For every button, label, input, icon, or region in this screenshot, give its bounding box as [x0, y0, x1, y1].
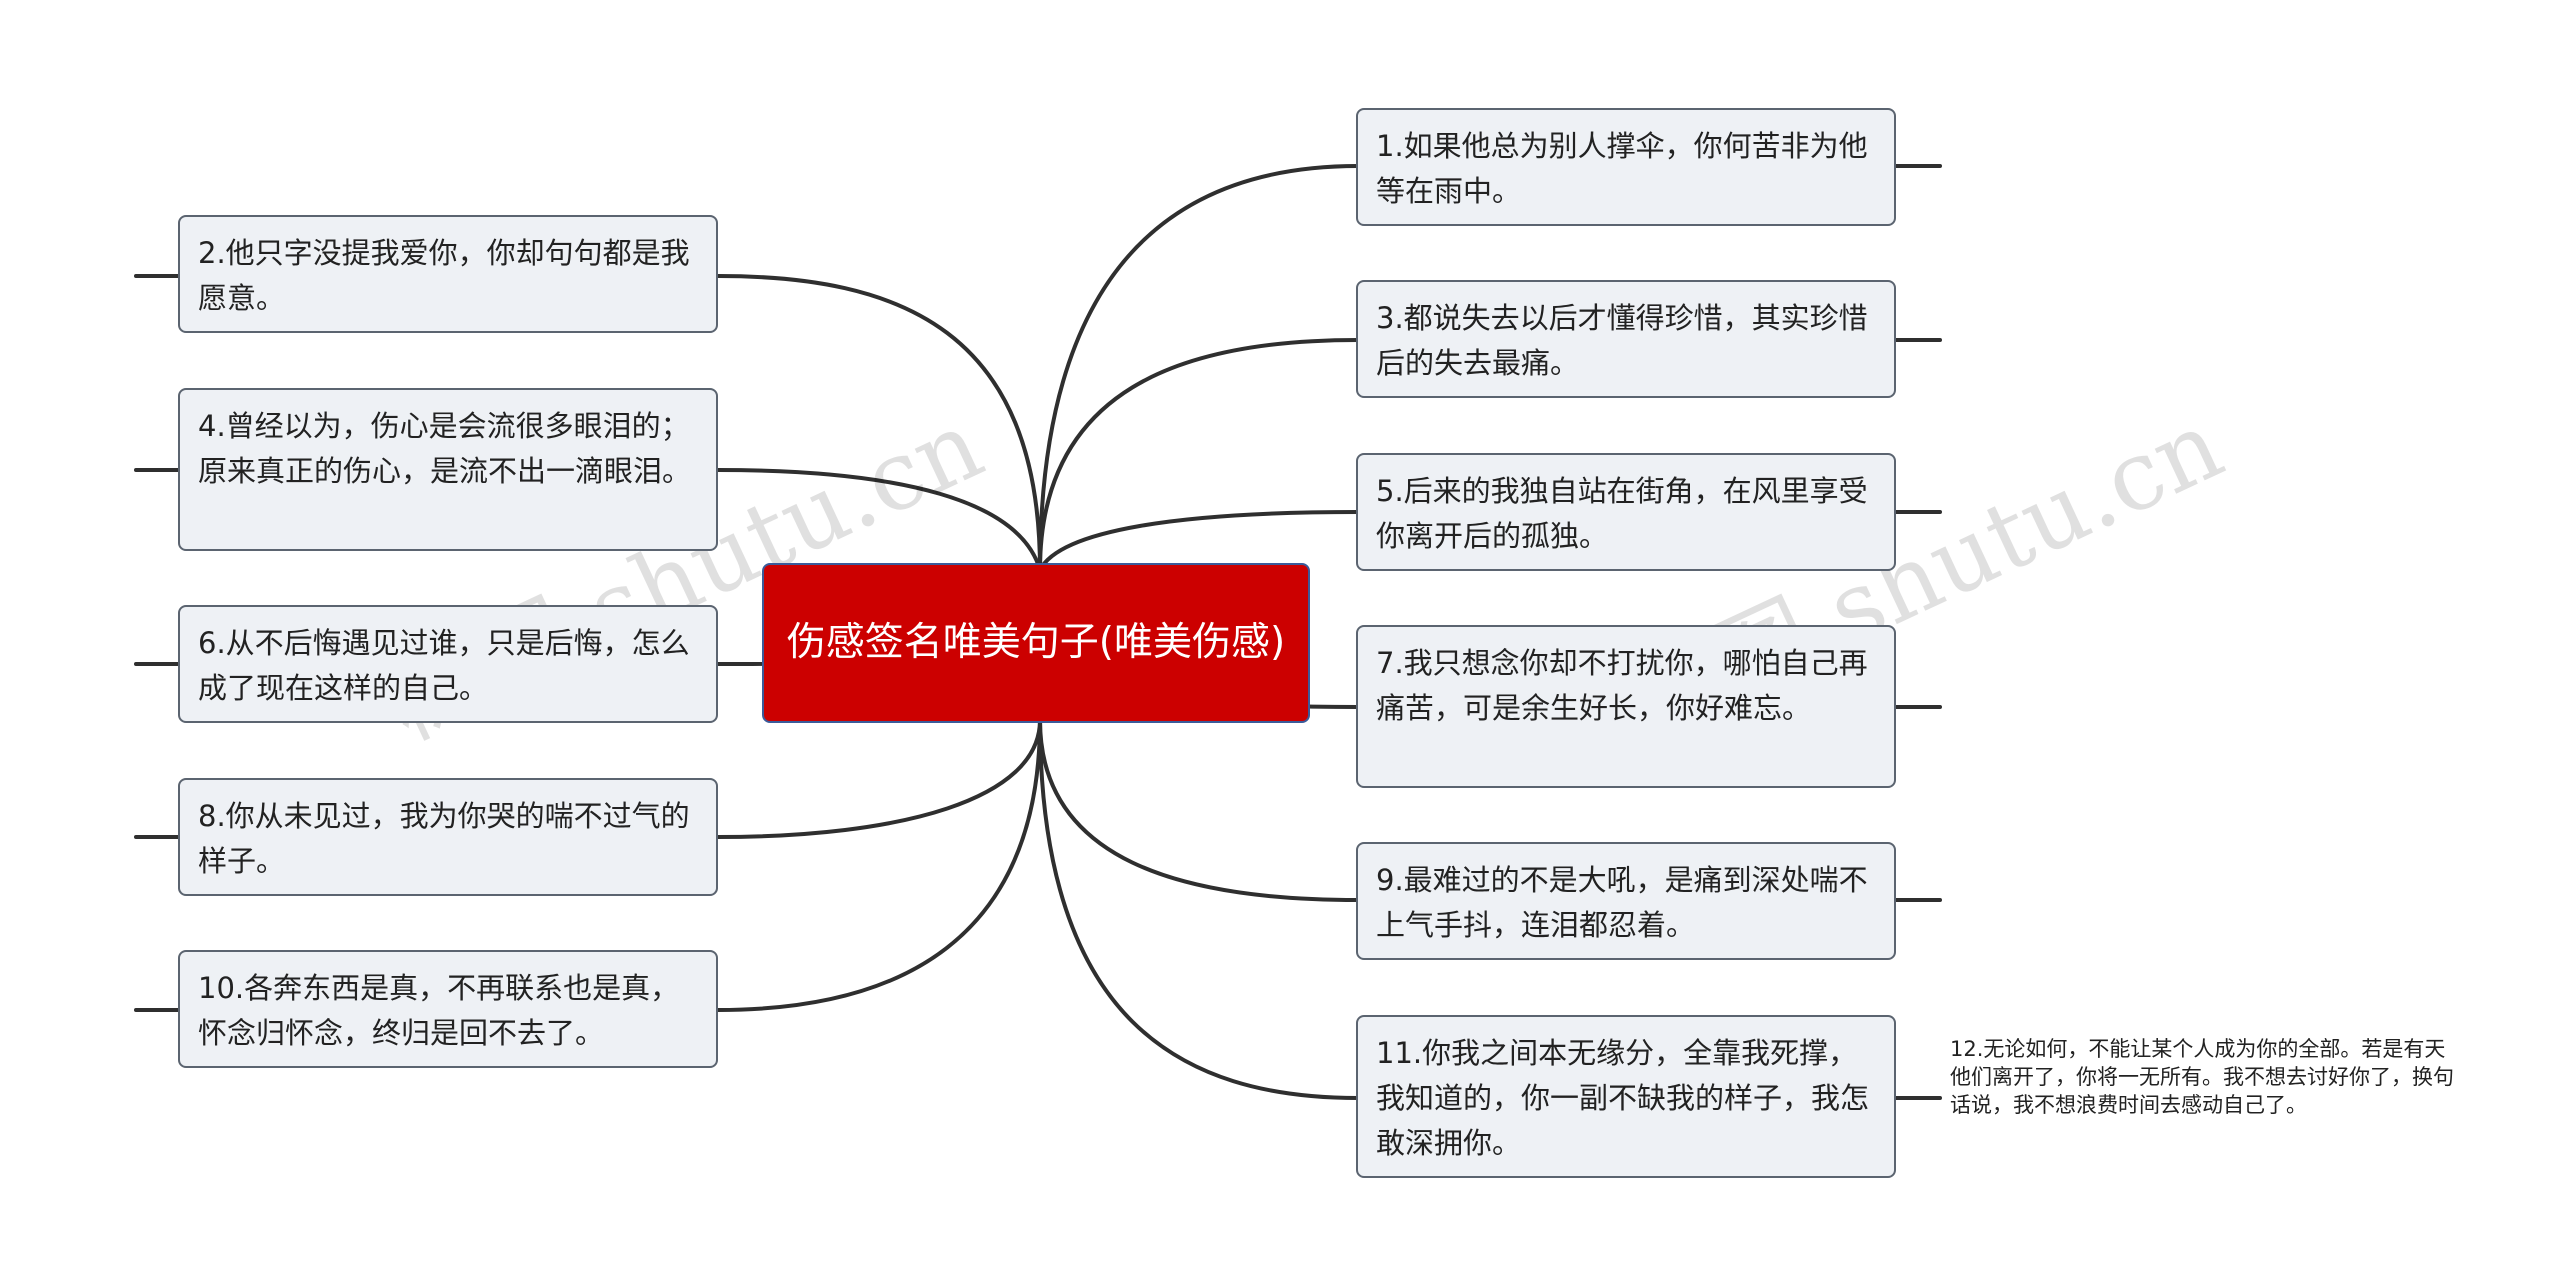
topic-node-text: 2.他只字没提我爱你，你却句句都是我愿意。 [198, 236, 690, 315]
topic-note-text: 12.无论如何，不能让某个人成为你的全部。若是有天他们离开了，你将一无所有。我不… [1950, 1037, 2454, 1117]
topic-node-7[interactable]: 7.我只想念你却不打扰你，哪怕自己再痛苦，可是余生好长，你好难忘。 [1356, 625, 1896, 788]
topic-node-8[interactable]: 8.你从未见过，我为你哭的喘不过气的样子。 [178, 778, 718, 896]
edge-root-n5 [1038, 510, 1360, 572]
topic-node-text: 3.都说失去以后才懂得珍惜，其实珍惜后的失去最痛。 [1376, 301, 1868, 380]
topic-node-text: 9.最难过的不是大吼，是痛到深处喘不上气手抖，连泪都忍着。 [1376, 863, 1868, 942]
topic-node-text: 4.曾经以为，伤心是会流很多眼泪的；原来真正的伤心，是流不出一滴眼泪。 [198, 409, 692, 488]
topic-node-text: 1.如果他总为别人撑伞，你何苦非为他等在雨中。 [1376, 129, 1868, 208]
edge-root-n3 [1038, 338, 1360, 572]
root-topic-label: 伤感签名唯美句子(唯美伤感) [786, 620, 1286, 665]
topic-node-11[interactable]: 11.你我之间本无缘分，全靠我死撑，我知道的，你一副不缺我的样子，我怎敢深拥你。 [1356, 1015, 1896, 1178]
topic-note-12[interactable]: 12.无论如何，不能让某个人成为你的全部。若是有天他们离开了，你将一无所有。我不… [1950, 1035, 2462, 1119]
topic-node-10[interactable]: 10.各奔东西是真，不再联系也是真，怀念归怀念，终归是回不去了。 [178, 950, 718, 1068]
edge-root-n2 [716, 274, 1042, 572]
edge-root-n9 [1038, 718, 1360, 902]
root-topic[interactable]: 伤感签名唯美句子(唯美伤感) [762, 563, 1310, 723]
edge-root-n10 [716, 718, 1042, 1012]
topic-node-text: 10.各奔东西是真，不再联系也是真，怀念归怀念，终归是回不去了。 [198, 971, 680, 1050]
edge-root-n1 [1038, 164, 1360, 572]
topic-node-text: 5.后来的我独自站在街角，在风里享受你离开后的孤独。 [1376, 474, 1868, 553]
topic-node-9[interactable]: 9.最难过的不是大吼，是痛到深处喘不上气手抖，连泪都忍着。 [1356, 842, 1896, 960]
topic-node-text: 8.你从未见过，我为你哭的喘不过气的样子。 [198, 799, 690, 878]
topic-node-text: 7.我只想念你却不打扰你，哪怕自己再痛苦，可是余生好长，你好难忘。 [1376, 646, 1868, 725]
topic-node-2[interactable]: 2.他只字没提我爱你，你却句句都是我愿意。 [178, 215, 718, 333]
topic-node-text: 6.从不后悔遇见过谁，只是后悔，怎么成了现在这样的自己。 [198, 626, 690, 705]
topic-node-1[interactable]: 1.如果他总为别人撑伞，你何苦非为他等在雨中。 [1356, 108, 1896, 226]
edge-root-n4 [716, 468, 1042, 572]
topic-node-6[interactable]: 6.从不后悔遇见过谁，只是后悔，怎么成了现在这样的自己。 [178, 605, 718, 723]
topic-node-text: 11.你我之间本无缘分，全靠我死撑，我知道的，你一副不缺我的样子，我怎敢深拥你。 [1376, 1036, 1870, 1160]
topic-node-4[interactable]: 4.曾经以为，伤心是会流很多眼泪的；原来真正的伤心，是流不出一滴眼泪。 [178, 388, 718, 551]
edge-root-n8 [716, 718, 1042, 839]
edge-root-n11 [1038, 718, 1360, 1100]
topic-node-5[interactable]: 5.后来的我独自站在街角，在风里享受你离开后的孤独。 [1356, 453, 1896, 571]
topic-node-3[interactable]: 3.都说失去以后才懂得珍惜，其实珍惜后的失去最痛。 [1356, 280, 1896, 398]
